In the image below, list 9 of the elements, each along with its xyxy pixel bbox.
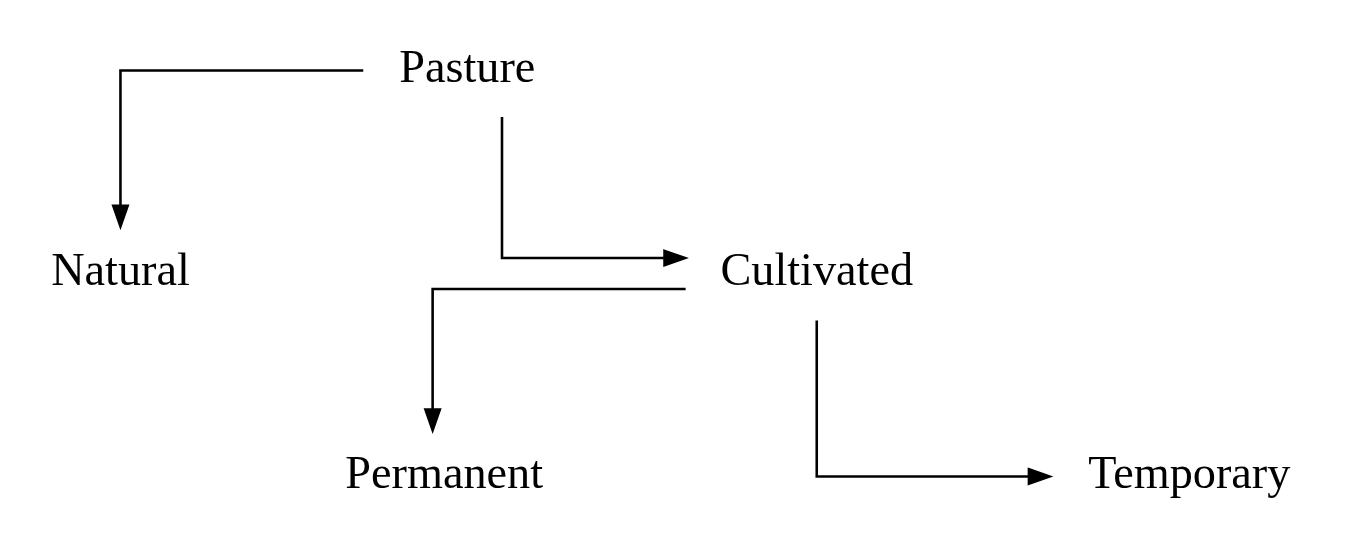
node-text: Permanent xyxy=(345,446,544,498)
arrow xyxy=(423,287,686,434)
node-text: Natural xyxy=(51,243,190,295)
node-text: Pasture xyxy=(399,40,536,92)
arrow xyxy=(111,69,364,231)
node-text: Temporary xyxy=(1088,446,1291,498)
arrow xyxy=(815,320,1054,486)
node-text: Cultivated xyxy=(720,243,914,295)
arrow xyxy=(500,116,689,268)
